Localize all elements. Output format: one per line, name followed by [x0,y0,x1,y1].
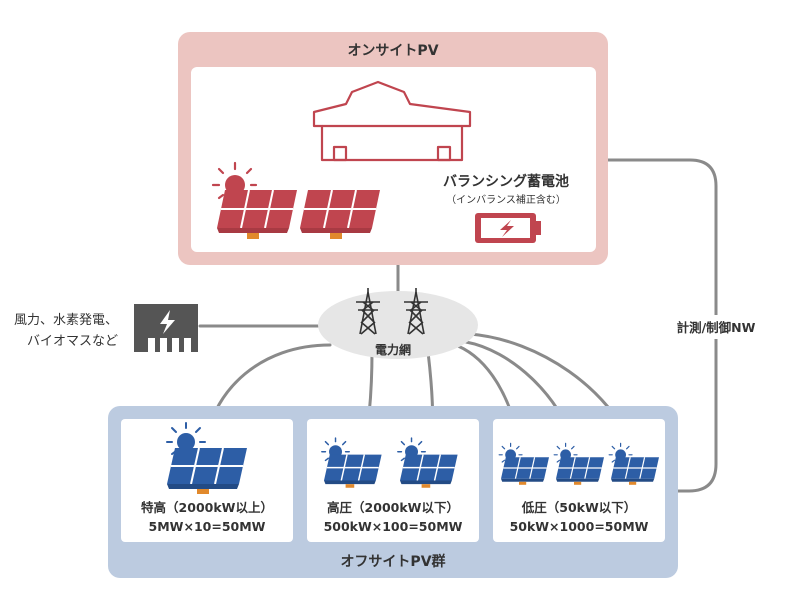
solar-panel-icon [555,456,605,486]
group-name: 特高（2000kW以上） [141,500,273,515]
group-formula: 50kW×1000=50MW [510,519,649,534]
solar-panel-icon [323,453,383,489]
grid-label: 電力網 [375,342,411,357]
battery-icon [475,213,541,243]
solar-panel-icon [500,456,550,486]
solar-panel-icon [299,189,381,240]
group-formula: 5MW×10=50MW [149,519,266,534]
offsite-group-high: 高圧（2000kW以下） 500kW×100=50MW [307,419,479,542]
solar-panel-icon [610,456,660,486]
power-grid: 電力網 [318,287,478,359]
offsite-title: オフサイトPV群 [340,553,445,570]
offsite-pv-section: 特高（2000kW以上） 5MW×10=50MW 高圧（2000kW以下） 50… [108,406,678,578]
solar-panel-icon [399,453,459,489]
other-sources-line1: 風力、水素発電、 [14,313,118,328]
battery-sub-label: （インバランス補正含む） [446,193,566,206]
battery-label: バランシング蓄電池 [443,173,569,190]
grid-ellipse [318,291,478,359]
measurement-label-bg [674,315,759,339]
measurement-label: 計測/制御NW [677,320,756,335]
other-sources: 風力、水素発電、 バイオマスなど [14,304,198,352]
group-name: 高圧（2000kW以下） [327,500,459,515]
onsite-title: オンサイトPV [347,43,438,59]
offsite-group-extra-high: 特高（2000kW以上） 5MW×10=50MW [121,419,293,542]
solar-panel-icon [166,447,248,495]
group-name: 低圧（50kW以下） [521,500,637,515]
offsite-group-low: 低圧（50kW以下） 50kW×1000=50MW [493,419,665,542]
power-plant-icon [134,304,198,352]
factory-icon [312,80,472,162]
onsite-pv-section: オンサイトPV バランシング蓄電池 （インバランス補正含む） [178,32,608,265]
other-sources-line2: バイオマスなど [27,334,118,349]
solar-panel-icon [216,189,298,240]
group-formula: 500kW×100=50MW [324,519,463,534]
